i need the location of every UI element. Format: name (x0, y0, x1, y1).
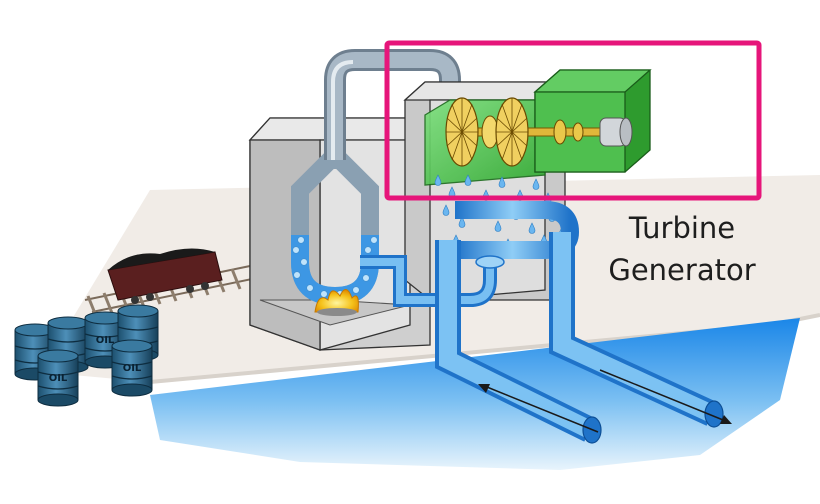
coal-rail-car (107, 248, 223, 304)
sea (150, 318, 800, 470)
cooling-water-pipes (435, 232, 724, 444)
burner-flame-icon (314, 289, 359, 316)
turbine-generator-label: Turbine Generator (608, 211, 755, 287)
generator-box (533, 69, 652, 173)
barrel-label-oil: OIL (49, 373, 68, 384)
turbine-generator-highlight (384, 40, 762, 201)
barrel-label-oil: OIL (96, 335, 115, 346)
barrel-label-oil: OIL (123, 363, 142, 374)
outfall-arrow-icon (599, 369, 732, 424)
label-line-turbine: Turbine (628, 211, 735, 245)
label-line-generator: Generator (608, 253, 755, 287)
steam-pipe (324, 49, 461, 160)
intake-arrow-icon (478, 384, 599, 433)
turbine-rotor (445, 97, 633, 167)
oil-barrels: OIL OIL OIL (14, 304, 159, 407)
feedwater-pipe (360, 255, 505, 307)
